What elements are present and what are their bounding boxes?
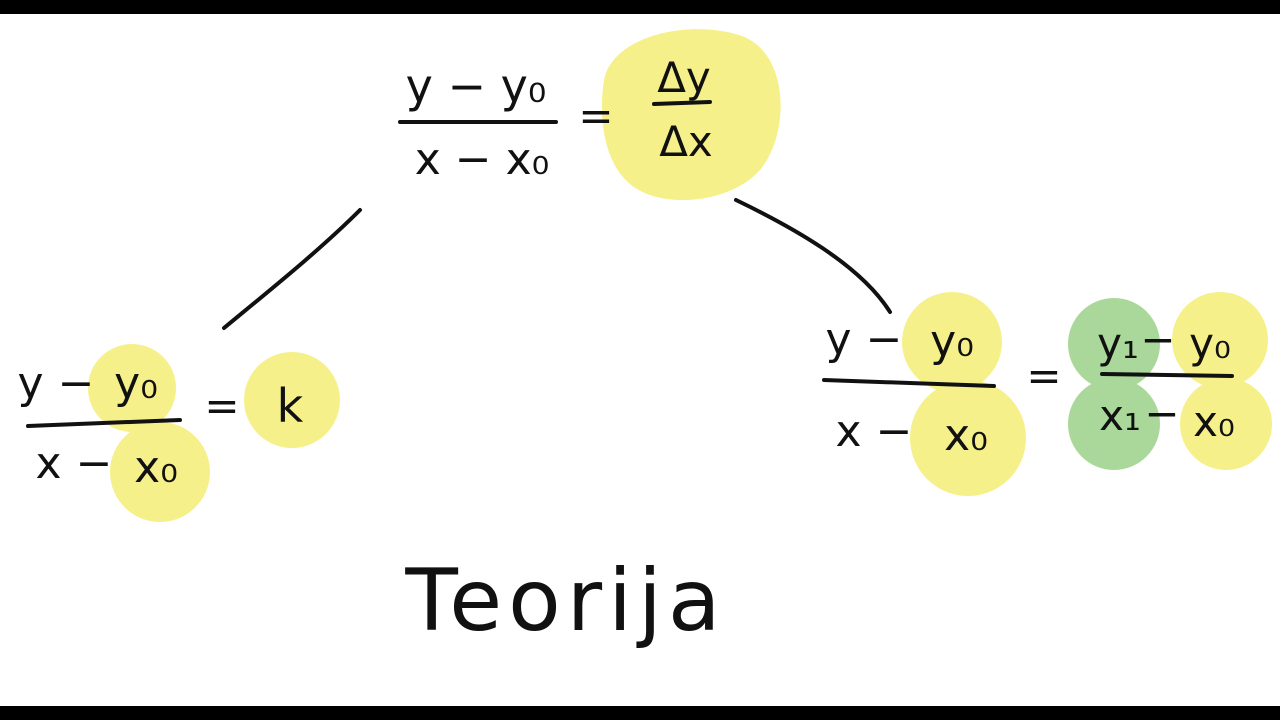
highlight-left-num — [88, 344, 176, 432]
left-equals: = — [204, 381, 239, 430]
top-rhs-denominator: Δx — [659, 117, 713, 166]
right-fraction-bar — [822, 378, 996, 388]
highlight-right-x0 — [1180, 378, 1272, 470]
whiteboard-drawing: y − y₀ x − x₀ = Δy Δx y − y₀ x − x₀ = k … — [18, 29, 1272, 651]
right-formula: y − y₀ x − x₀ = y₁ − y₀ x₁ − x₀ — [822, 314, 1235, 461]
left-numerator-b: y₀ — [114, 358, 158, 409]
top-rhs-numerator: Δy — [657, 53, 711, 102]
letterbox-bottom — [0, 706, 1280, 720]
right-rhs-den-op: − — [1144, 389, 1179, 438]
right-equals: = — [1026, 351, 1061, 400]
connector-right — [734, 198, 892, 314]
left-formula: y − y₀ x − x₀ = k — [18, 358, 304, 493]
highlight-left-den — [110, 422, 210, 522]
highlight-right-x1 — [1068, 378, 1160, 470]
top-numerator: y − y₀ — [406, 59, 547, 113]
highlight-right-y0 — [1172, 292, 1268, 388]
right-denominator-a: x − — [836, 406, 913, 457]
right-rhs-den-a: x₁ — [1099, 391, 1141, 440]
letterbox-top — [0, 0, 1280, 14]
connector-left — [222, 208, 362, 330]
right-rhs-num-b: y₀ — [1189, 319, 1231, 368]
highlight-right-den — [910, 380, 1026, 496]
highlight-right-y1 — [1068, 298, 1160, 390]
left-rhs-k: k — [277, 379, 304, 433]
left-numerator-a: y − — [18, 358, 95, 409]
top-denominator: x − x₀ — [415, 134, 550, 185]
top-rhs-fraction-bar — [652, 100, 712, 106]
whiteboard: y − y₀ x − x₀ = Δy Δx y − y₀ x − x₀ = k … — [0, 14, 1280, 706]
highlights — [88, 29, 1272, 522]
right-rhs-num-a: y₁ — [1097, 319, 1139, 368]
top-formula: y − y₀ x − x₀ = Δy Δx — [398, 53, 713, 185]
right-rhs-den-b: x₀ — [1193, 397, 1235, 446]
highlight-top-rhs — [601, 29, 781, 201]
highlight-right-num — [902, 292, 1002, 392]
top-equals: = — [578, 91, 613, 140]
right-denominator-b: x₀ — [944, 410, 988, 461]
left-denominator-b: x₀ — [134, 442, 178, 493]
right-numerator-a: y − — [826, 314, 903, 365]
left-fraction-bar — [26, 418, 182, 428]
left-denominator-a: x − — [36, 438, 113, 489]
right-rhs-num-op: − — [1140, 315, 1175, 364]
highlight-left-k — [244, 352, 340, 448]
right-numerator-b: y₀ — [930, 316, 974, 367]
caption-teorija: Teorija — [404, 551, 726, 651]
right-rhs-fraction-bar — [1100, 372, 1234, 378]
